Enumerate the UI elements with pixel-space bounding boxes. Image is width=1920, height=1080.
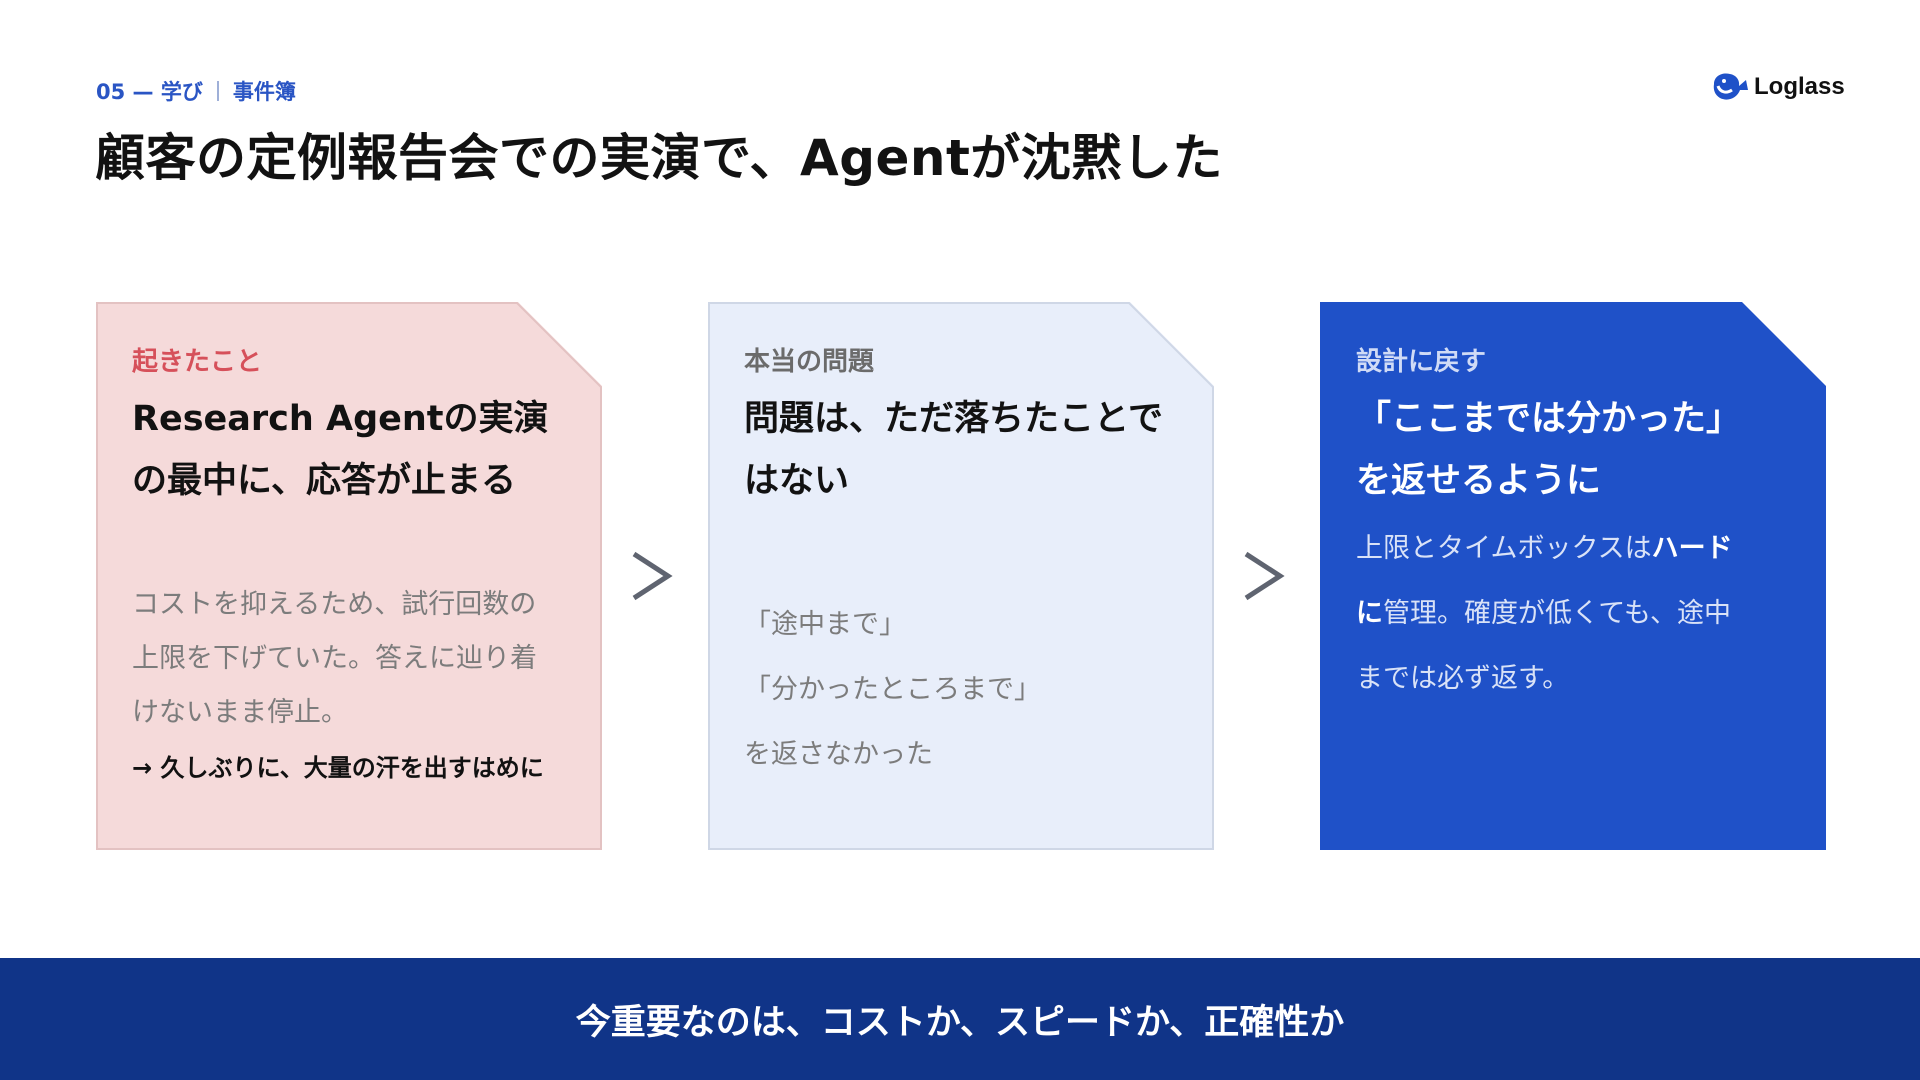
body-strong-text: に bbox=[1356, 598, 1383, 629]
whale-logo-icon bbox=[1713, 73, 1748, 100]
card-heading-line: の最中に、応答が止まる bbox=[132, 461, 516, 501]
card-heading-line: 「ここまでは分かった」 bbox=[1356, 399, 1742, 439]
breadcrumb: 05 — 学び 事件簿 bbox=[96, 76, 296, 106]
card-heading-line: を返せるように bbox=[1356, 461, 1602, 501]
card-eyebrow: 設計に戻す bbox=[1356, 347, 1487, 377]
logo-wordmark: Loglass bbox=[1754, 73, 1845, 100]
body-strong-text: ハード bbox=[1651, 533, 1733, 564]
chevron-right-icon bbox=[1244, 551, 1285, 601]
card-body-line: 「途中まで」 bbox=[744, 609, 906, 640]
card-body: 「途中まで」 「分かったところまで」 を返さなかった bbox=[744, 592, 1184, 787]
card-eyebrow: 本当の問題 bbox=[744, 347, 875, 377]
card-body-line: けないまま停止。 bbox=[132, 697, 348, 728]
card-body: コストを抑えるため、試行回数の 上限を下げていた。答えに辿り着 けないまま停止。 bbox=[132, 578, 572, 740]
card-body-line: 「分かったところまで」 bbox=[744, 674, 1041, 705]
card-what-happened: 起きたこと Research Agentの実演 の最中に、応答が止まる コストを… bbox=[96, 302, 602, 850]
card-heading-line: Research Agentの実演 bbox=[132, 399, 549, 439]
card-body-line: 上限とタイムボックスはハード bbox=[1356, 516, 1796, 581]
card-heading-line: はない bbox=[744, 461, 850, 501]
banner-text: 今重要なのは、コストか、スピードか、正確性か bbox=[575, 1002, 1345, 1043]
card-emphasis: → 久しぶりに、大量の汗を出すはめに bbox=[132, 754, 544, 782]
card-body-line: コストを抑えるため、試行回数の bbox=[132, 589, 537, 620]
bottom-banner: 今重要なのは、コストか、スピードか、正確性か bbox=[0, 958, 1920, 1080]
brand-logo: Loglass bbox=[1710, 70, 1845, 104]
card-heading-line: 問題は、ただ落ちたことで bbox=[744, 399, 1163, 439]
card-body-line: までは必ず返す。 bbox=[1356, 646, 1796, 711]
breadcrumb-section: 05 — 学び bbox=[96, 80, 203, 104]
card-body-line: 上限を下げていた。答えに辿り着 bbox=[132, 643, 537, 674]
card-body-line: に管理。確度が低くても、途中 bbox=[1356, 581, 1796, 646]
page-title: 顧客の定例報告会での実演で、Agentが沈黙した bbox=[95, 129, 1223, 187]
card-real-problem: 本当の問題 問題は、ただ落ちたことで はない 「途中まで」 「分かったところまで… bbox=[708, 302, 1214, 850]
card-body-line: を返さなかった bbox=[744, 739, 933, 770]
body-text: までは必ず返す。 bbox=[1356, 663, 1570, 694]
card-heading: 「ここまでは分かった」 を返せるように bbox=[1356, 388, 1796, 512]
breadcrumb-divider bbox=[216, 81, 219, 101]
card-body: 上限とタイムボックスはハード に管理。確度が低くても、途中 までは必ず返す。 bbox=[1356, 516, 1796, 711]
card-back-to-design: 設計に戻す 「ここまでは分かった」 を返せるように 上限とタイムボックスはハード… bbox=[1320, 302, 1826, 850]
body-text: 上限とタイムボックスは bbox=[1356, 533, 1652, 564]
body-text: 管理。確度が低くても、途中 bbox=[1383, 598, 1732, 629]
card-heading: 問題は、ただ落ちたことで はない bbox=[744, 388, 1184, 512]
breadcrumb-subsection: 事件簿 bbox=[232, 80, 296, 104]
chevron-right-icon bbox=[632, 551, 673, 601]
card-heading: Research Agentの実演 の最中に、応答が止まる bbox=[132, 388, 572, 512]
card-eyebrow: 起きたこと bbox=[132, 347, 263, 377]
